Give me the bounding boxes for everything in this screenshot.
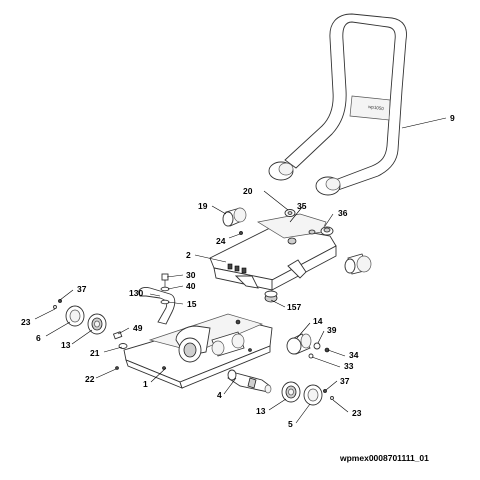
callout-9: 9 (450, 113, 455, 123)
washer-39 (313, 342, 321, 350)
handle-assembly: wp1050 (268, 13, 407, 196)
bearing-13-left (87, 313, 107, 335)
rubber-mount-right (344, 253, 372, 275)
callout-23-left: 23 (21, 317, 31, 327)
exciter-shaft-4 (227, 369, 272, 394)
washer-37-right (323, 389, 327, 393)
nut-34 (324, 347, 330, 353)
callout-30: 30 (186, 270, 196, 280)
callout-130: 130 (129, 288, 143, 298)
drawing-id-label: wpmex0008701111_01 (340, 453, 429, 463)
callout-14: 14 (313, 316, 323, 326)
callout-35: 35 (297, 201, 307, 211)
screw-23-left (53, 305, 57, 309)
callout-4: 4 (217, 390, 222, 400)
rubber-mount-36 (320, 226, 334, 236)
callout-24: 24 (216, 236, 226, 246)
plug-49 (112, 331, 123, 340)
callout-33: 33 (344, 361, 354, 371)
callout-13-left: 13 (61, 340, 71, 350)
callout-23-right: 23 (352, 408, 362, 418)
callout-1: 1 (143, 379, 148, 389)
buffer-157 (264, 290, 278, 303)
callout-20: 20 (243, 186, 253, 196)
washer-37-left (58, 299, 62, 303)
lifting-bracket-15 (138, 287, 176, 325)
bearing-cover-6 (65, 305, 85, 327)
nut-20 (284, 209, 296, 217)
upper-frame (209, 213, 337, 291)
bearing-cover-5 (303, 384, 323, 406)
screw-23-right (330, 396, 334, 400)
callout-34: 34 (349, 350, 359, 360)
pin-22 (115, 366, 119, 370)
leader-lines (34, 117, 447, 424)
callout-21: 21 (90, 348, 100, 358)
callout-19: 19 (198, 201, 208, 211)
callout-15: 15 (187, 299, 197, 309)
callout-40: 40 (186, 281, 196, 291)
base-plate (123, 313, 273, 389)
rubber-mount-19 (222, 207, 247, 227)
callout-5: 5 (288, 419, 293, 429)
eccentric-weight-14 (286, 333, 312, 355)
callout-13-right: 13 (256, 406, 266, 416)
callout-2: 2 (186, 250, 191, 260)
bolt-30 (161, 273, 169, 288)
callout-labels: 9 20 19 35 36 24 2 30 40 130 15 157 37 2… (21, 113, 455, 429)
callout-39: 39 (327, 325, 337, 335)
callout-36: 36 (338, 208, 348, 218)
handle-brand-label: wp1050 (368, 104, 385, 111)
washer-40 (160, 286, 170, 292)
callout-37-left: 37 (77, 284, 87, 294)
callout-37-right: 37 (340, 376, 350, 386)
bearing-13-right (281, 381, 301, 403)
callout-49: 49 (133, 323, 143, 333)
bolt-24 (239, 231, 243, 235)
callout-157: 157 (287, 302, 301, 312)
callout-22: 22 (85, 374, 95, 384)
callout-6: 6 (36, 333, 41, 343)
nut-15-small (160, 299, 170, 305)
